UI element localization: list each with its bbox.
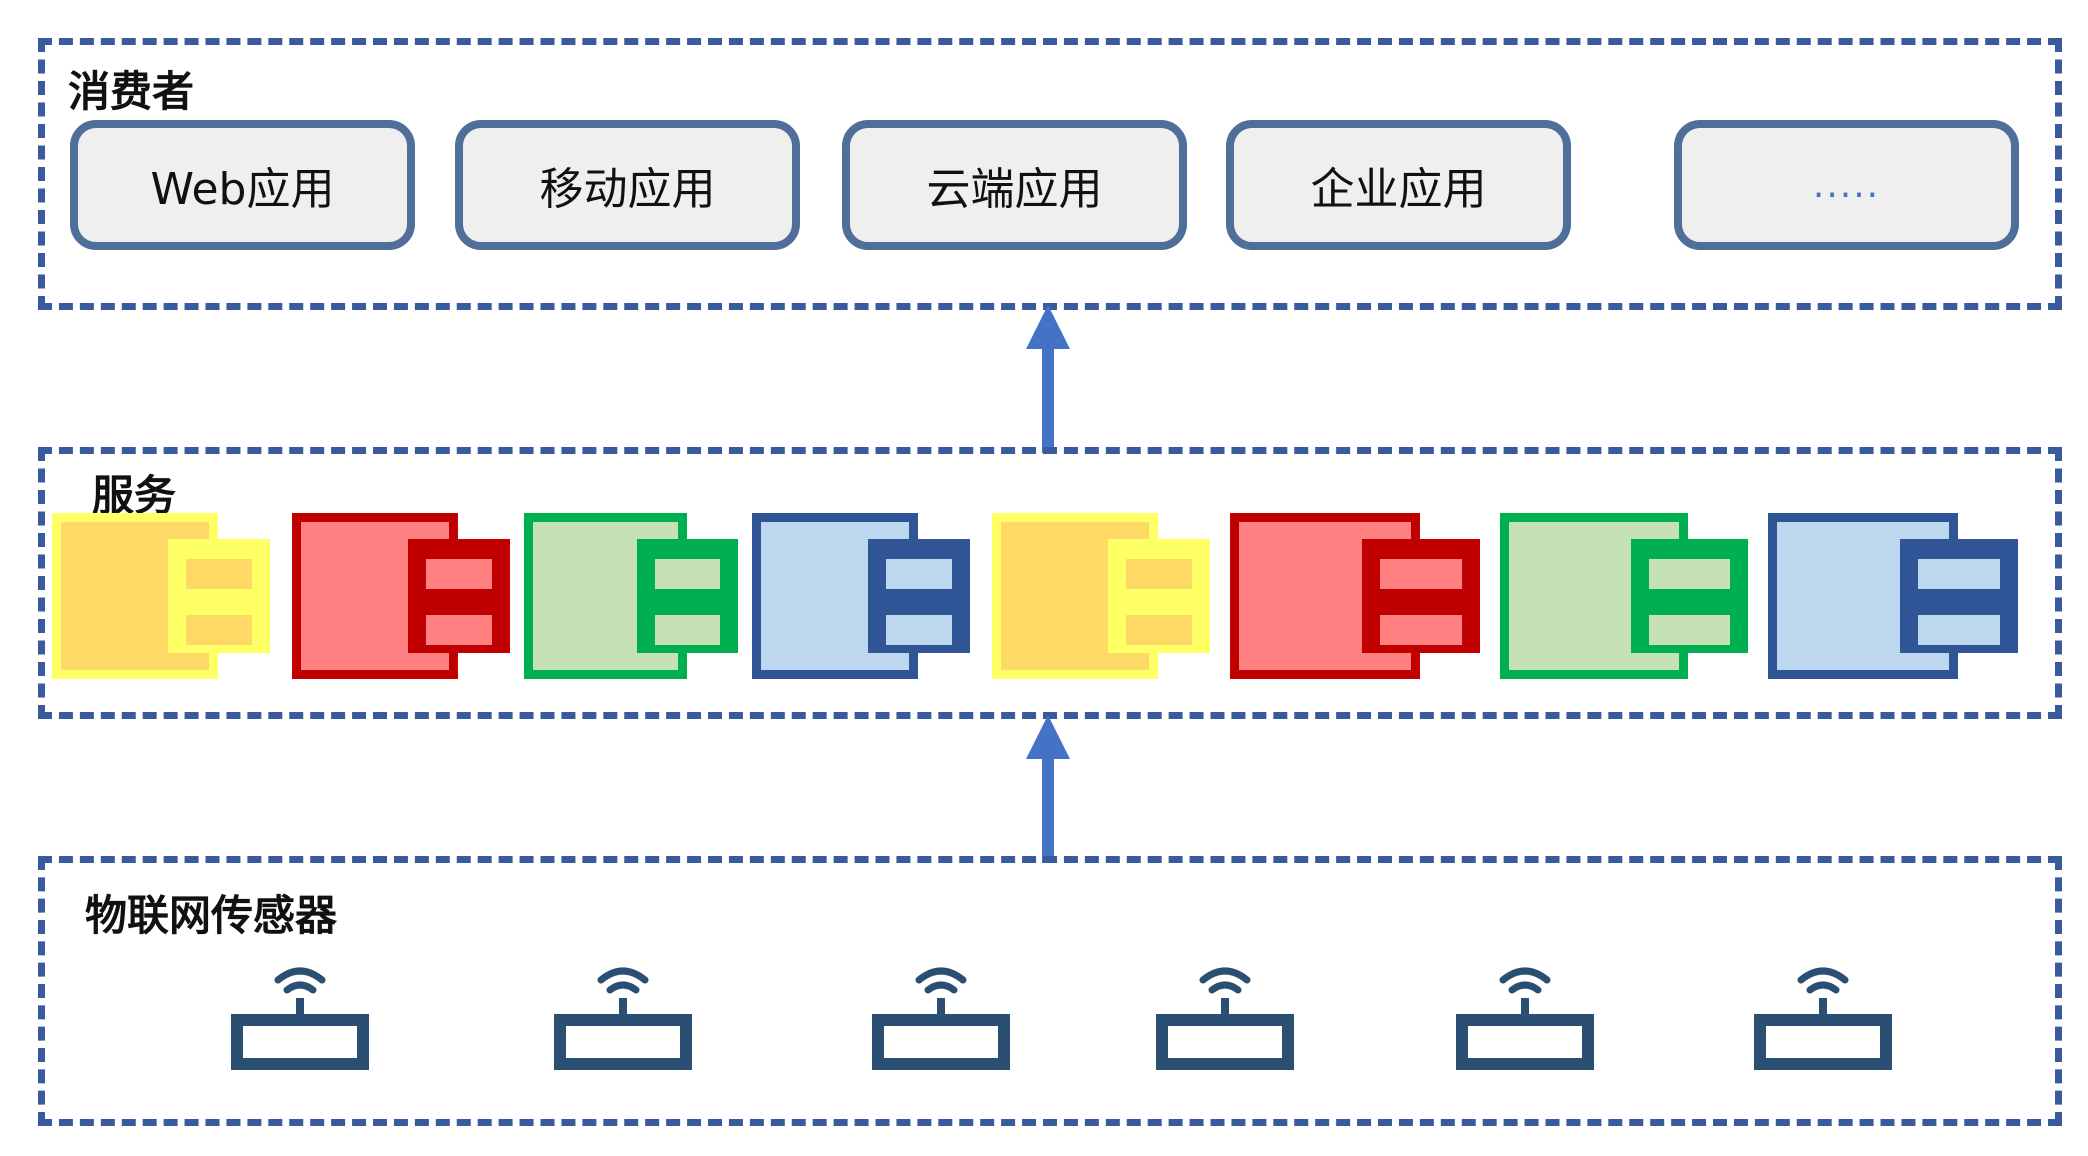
wifi-sensor-icon <box>231 967 369 1070</box>
wifi-sensor-icon <box>554 967 692 1070</box>
component-port-slot <box>1380 615 1462 645</box>
component-port <box>868 539 970 653</box>
component-port-slot <box>426 615 492 645</box>
component-port-slot <box>1649 559 1730 589</box>
wifi-sensor-icon <box>1156 967 1294 1070</box>
up-arrow-icon <box>1026 715 1070 863</box>
component-port-slot <box>186 615 252 645</box>
iot-layer-title: 物联网传感器 <box>85 891 338 940</box>
service-component-yellow <box>52 513 270 679</box>
component-port-slot <box>1126 559 1192 589</box>
wifi-sensor-icon <box>1754 967 1892 1070</box>
cloud-app-box: 云端应用 <box>842 120 1187 250</box>
mobile-app-box: 移动应用 <box>455 120 800 250</box>
component-port-slot <box>186 559 252 589</box>
enterprise-app-box: 企业应用 <box>1226 120 1571 250</box>
web-app-box: Web应用 <box>70 120 415 250</box>
component-port-slot <box>655 559 720 589</box>
service-layer <box>38 447 2062 719</box>
up-arrow-icon <box>1026 305 1070 453</box>
service-component-yellow <box>992 513 1210 679</box>
component-port-slot <box>655 615 720 645</box>
component-port-slot <box>886 615 952 645</box>
consumer-layer-title: 消费者 <box>68 67 195 116</box>
service-component-blue <box>752 513 970 679</box>
service-component-red <box>1230 513 1480 679</box>
component-port-slot <box>1918 615 2000 645</box>
service-component-red <box>292 513 510 679</box>
iot-layer <box>38 856 2062 1126</box>
more-apps-box: ..... <box>1674 120 2019 250</box>
component-port-slot <box>1126 615 1192 645</box>
component-port-slot <box>1380 559 1462 589</box>
component-port <box>1108 539 1210 653</box>
service-component-green <box>524 513 738 679</box>
consumer-layer <box>38 38 2062 310</box>
component-port-slot <box>1918 559 2000 589</box>
component-port-slot <box>886 559 952 589</box>
wifi-sensor-icon <box>872 967 1010 1070</box>
service-component-green <box>1500 513 1748 679</box>
component-port-slot <box>1649 615 1730 645</box>
service-layer-title: 服务 <box>92 471 177 520</box>
service-component-blue <box>1768 513 2018 679</box>
wifi-sensor-icon <box>1456 967 1594 1070</box>
component-port-slot <box>426 559 492 589</box>
